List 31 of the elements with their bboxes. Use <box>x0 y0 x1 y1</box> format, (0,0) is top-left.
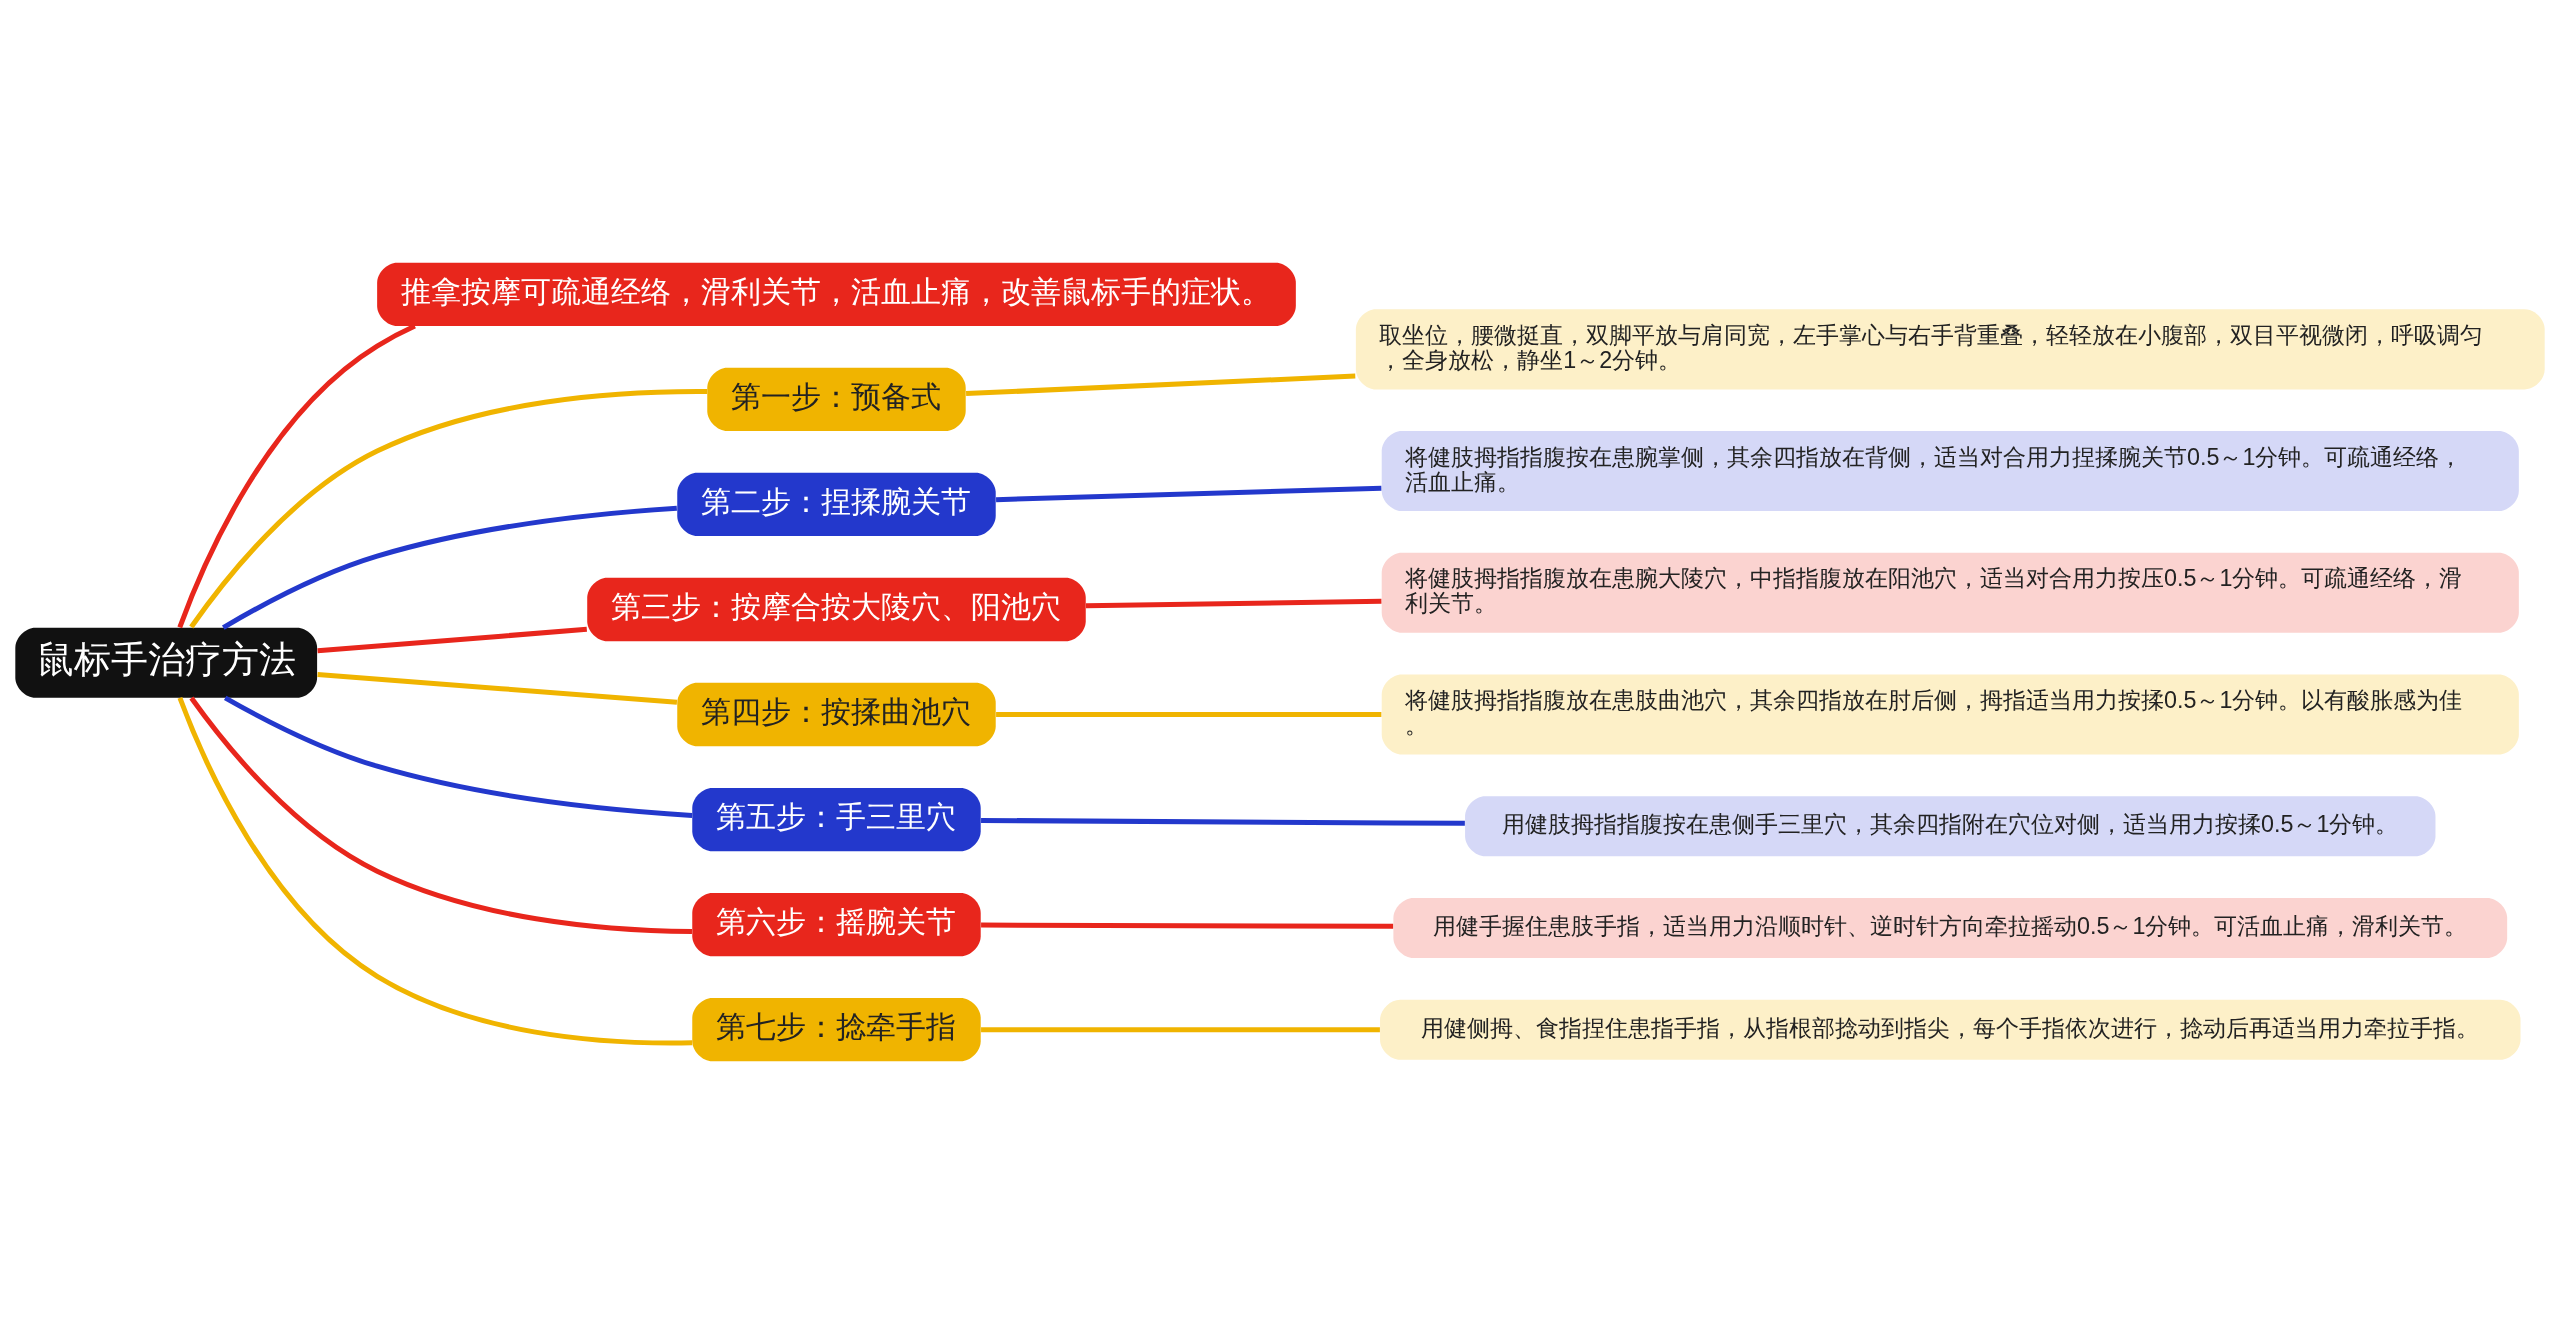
connector <box>317 671 678 705</box>
connector <box>965 373 1356 396</box>
connector <box>996 485 1382 502</box>
node-box: 第一步：预备式 <box>707 367 966 431</box>
node-box: 用健侧拇、食指捏住患指手指，从指根部捻动到指尖，每个手指依次进行，捻动后再适当用力牵拉手指。 <box>1380 999 2521 1060</box>
node-box: 鼠标手治疗方法 <box>15 627 318 698</box>
connector <box>222 505 678 630</box>
node-box: 推拿按摩可疏通经络，滑利关节，活血止痛，改善鼠标手的症状。 <box>377 262 1296 326</box>
connector <box>223 695 693 818</box>
node-box: 取坐位，腰微挺直，双脚平放与肩同宽，左手掌心与右手背重叠，轻轻放在小腹部，双目平视微闭，呼吸调匀，全身放松，静坐1～2分钟。 <box>1355 308 2545 389</box>
node-box: 第六步：摇腕关节 <box>692 892 981 956</box>
connector <box>177 323 416 628</box>
node-box: 第三步：按摩合按大陵穴、阳池穴 <box>587 577 1086 641</box>
node-box: 第五步：手三里穴 <box>692 787 981 851</box>
node-box: 将健肢拇指指腹放在患腕大陵穴，中指指腹放在阳池穴，适当对合用力按压0.5～1分钟。可疏通经络，滑利关节。 <box>1381 552 2519 633</box>
node-box: 第二步：捏揉腕关节 <box>677 472 996 536</box>
node-box: 用健手握住患肢手指，适当用力沿顺时针、逆时针方向牵拉摇动0.5～1分钟。可活血止痛，滑利关节。 <box>1393 897 2508 958</box>
connector <box>981 817 1465 826</box>
node-box: 将健肢拇指指腹按在患腕掌侧，其余四指放在背侧，适当对合用力捏揉腕关节0.5～1分钟。可疏通经络，活血止痛。 <box>1381 430 2519 511</box>
node-box: 第七步：捻牵手指 <box>692 997 981 1061</box>
connector <box>981 922 1394 929</box>
connector <box>996 711 1382 717</box>
connector <box>1085 598 1382 608</box>
connector <box>981 1026 1380 1032</box>
node-box: 第四步：按揉曲池穴 <box>677 682 996 746</box>
connector <box>177 696 693 1045</box>
connector <box>189 388 708 628</box>
node-box: 将健肢拇指指腹放在患肢曲池穴，其余四指放在肘后侧，拇指适当用力按揉0.5～1分钟。以有酸胀感为佳。 <box>1381 674 2519 755</box>
connector <box>189 696 693 934</box>
node-box: 用健肢拇指指腹按在患侧手三里穴，其余四指附在穴位对侧，适当用力按揉0.5～1分钟。 <box>1465 795 2436 856</box>
connector <box>317 626 588 653</box>
